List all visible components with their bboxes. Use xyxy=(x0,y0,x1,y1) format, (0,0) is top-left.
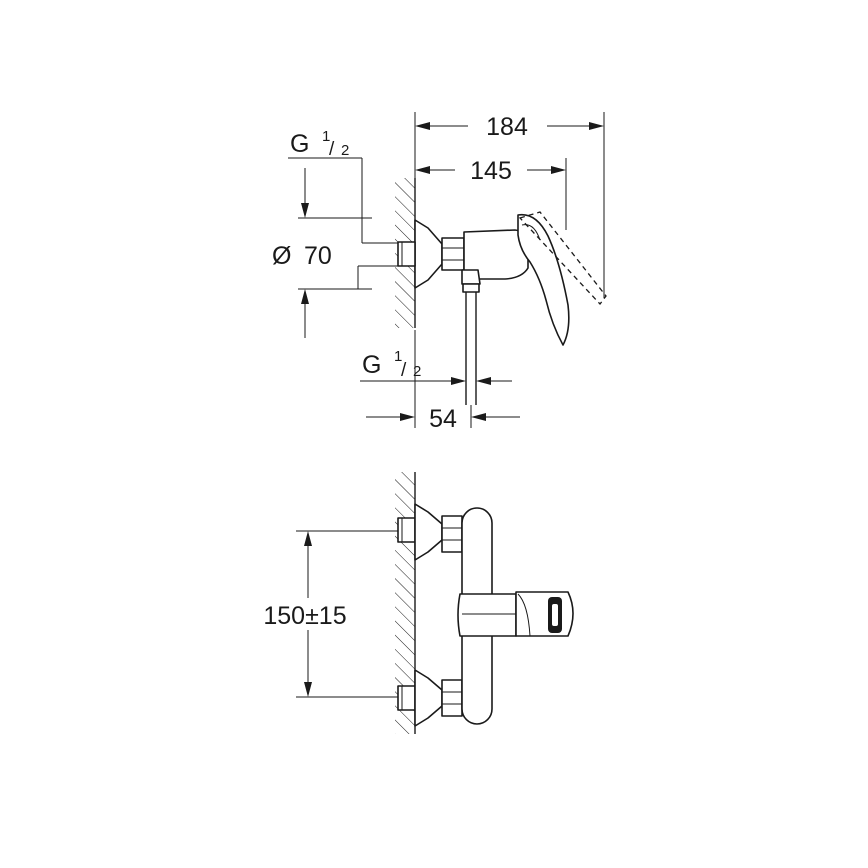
lever-open-dashed xyxy=(518,211,607,306)
thread-label-bottom: G 1 / 2 xyxy=(360,348,512,385)
dim-54-label: 54 xyxy=(429,405,457,433)
dim-184-label: 184 xyxy=(486,113,528,141)
svg-text:/: / xyxy=(329,139,335,160)
svg-text:G: G xyxy=(290,130,309,158)
inlet-stub-side xyxy=(397,241,416,267)
lever-handle-front xyxy=(515,591,574,637)
svg-text:Ø: Ø xyxy=(272,242,291,270)
svg-text:2: 2 xyxy=(341,142,349,159)
dim-rosette-diameter: Ø 70 xyxy=(272,168,398,338)
outlet-side xyxy=(461,269,481,285)
dim-overall-depth: 184 xyxy=(414,112,605,298)
dim-145-label: 145 xyxy=(470,157,512,185)
dim-70-label: 70 xyxy=(304,242,332,270)
dim-150-label: 150±15 xyxy=(263,602,346,630)
dim-body-depth: 145 xyxy=(415,157,567,230)
nut-upper xyxy=(441,515,463,553)
svg-text:1: 1 xyxy=(394,348,402,365)
cartridge-housing xyxy=(457,593,517,637)
nut-lower xyxy=(441,679,463,717)
rosette-upper xyxy=(414,503,443,561)
svg-text:G: G xyxy=(362,351,381,379)
rosette-side xyxy=(414,219,443,289)
front-view xyxy=(395,472,574,734)
svg-text:2: 2 xyxy=(413,363,421,380)
svg-text:1: 1 xyxy=(322,128,330,145)
side-view xyxy=(395,178,607,405)
rosette-lower xyxy=(414,669,443,727)
dim-inlet-spacing: 150±15 xyxy=(263,530,398,698)
lever-handle-side xyxy=(517,213,570,346)
dim-outlet-offset: 54 xyxy=(366,330,520,433)
thread-label-top: G 1 / 2 xyxy=(288,128,398,244)
hex-nut-side xyxy=(441,237,465,271)
svg-text:/: / xyxy=(401,360,407,381)
